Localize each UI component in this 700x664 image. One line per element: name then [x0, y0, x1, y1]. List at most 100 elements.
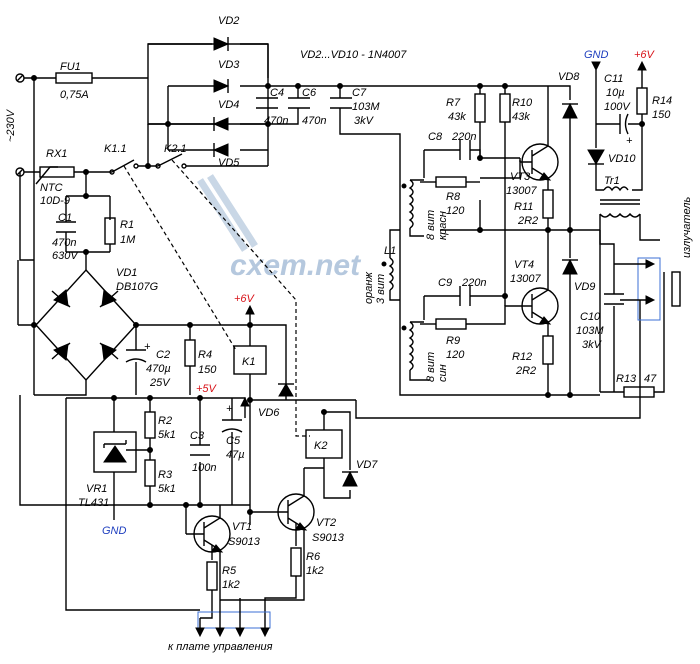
r4-value: 150 [198, 364, 217, 376]
l1-w1b: оранж [363, 272, 375, 304]
c3-ref: C3 [190, 430, 205, 442]
c11-ref: C11 [604, 73, 623, 85]
vd1-value: DB107G [116, 281, 159, 293]
capacitor-c6: C6 470n [288, 87, 326, 127]
vd7-ref: VD7 [356, 459, 378, 471]
r6-value: 1k2 [306, 565, 324, 577]
coil-l1-mid: L1 оранж 3 вит [363, 229, 400, 304]
gnd-bottom-label: GND [102, 525, 127, 537]
capacitor-c2: + C2 470µ 25V [125, 341, 171, 389]
resistor-r12: R12 2R2 [512, 335, 554, 395]
gnd-top-label: GND [584, 49, 609, 61]
r6-ref: R6 [306, 551, 321, 563]
c7-ref: C7 [352, 87, 367, 99]
c1-ref: C1 [58, 212, 72, 224]
c1-value2: 630V [52, 250, 79, 262]
resistor-r8: R8 120 [420, 176, 480, 217]
emitter-label: излучатель [681, 197, 693, 258]
tr1-ref: Tr1 [604, 175, 620, 187]
diode-vd5: VD5 [212, 143, 240, 169]
c11-value2: 100V [604, 101, 631, 113]
r1-ref: R1 [120, 219, 134, 231]
c1-value1: 470n [52, 237, 76, 249]
ntc-rx1: RX1 NTC 10D-9 [35, 148, 75, 207]
r3-value: 5k1 [158, 483, 176, 495]
relay-k1: K1 [233, 345, 267, 375]
capacitor-c10: C10 103M 3kV [576, 280, 624, 392]
resistor-r6: R6 1k2 [264, 523, 324, 618]
r12-value: 2R2 [515, 365, 536, 377]
vt2-value: S9013 [312, 532, 345, 544]
relay-contacts: K1.1 K2.1 [104, 124, 310, 437]
l1-w1: 3 вит [375, 274, 387, 304]
r10-ref: R10 [512, 97, 533, 109]
l1-w2b: красн [437, 211, 449, 240]
capacitor-c8: C8 220n [428, 131, 476, 160]
control-connector: к плате управления [168, 598, 273, 653]
diode-vd2: VD2 [213, 15, 239, 51]
r8-ref: R8 [446, 191, 461, 203]
r5-ref: R5 [222, 565, 237, 577]
plus5: +5V [196, 383, 250, 407]
diode-vd6: VD6 [258, 383, 294, 419]
c4-ref: C4 [270, 87, 284, 99]
mains-label: ~230V [5, 108, 17, 142]
vd6-ref: VD6 [258, 407, 280, 419]
diode-vd4: VD4 [212, 99, 239, 131]
mains-input: ~230V [5, 73, 25, 177]
resistor-r1: R1 1M [104, 217, 136, 246]
capacitor-c3: C3 100n [190, 430, 216, 474]
resistor-r2: R2 5k1 [144, 411, 176, 441]
c2-value2: 25V [149, 377, 171, 389]
r3-ref: R3 [158, 469, 173, 481]
bridge-vd1: VD1 DB107G [35, 267, 159, 382]
c5-ref: C5 [226, 435, 241, 447]
vd9-ref: VD9 [574, 281, 595, 293]
transistor-vt4: VT4 13007 [510, 259, 559, 336]
fuse-fu1: FU1 0,75A [55, 61, 93, 101]
c5-value: 47µ [226, 449, 245, 461]
plus6-mid: +6V [234, 293, 256, 325]
r13-ref: R13 [616, 373, 637, 385]
diode-vd8: VD8 [558, 71, 580, 230]
r4-ref: R4 [198, 349, 212, 361]
emitter: излучатель [614, 197, 693, 321]
vd1-ref: VD1 [116, 267, 137, 279]
r10-value: 43k [512, 111, 530, 123]
diode-vd9: VD9 [562, 230, 595, 395]
c8-ref: C8 [428, 131, 443, 143]
c10-ref: C10 [580, 311, 601, 323]
r8-value: 120 [446, 205, 465, 217]
resistor-r13: R13 47 [600, 306, 665, 398]
c9-value: 220n [461, 277, 486, 289]
plus5-label: +5V [196, 383, 218, 395]
resistor-r11: R11 2R2 [514, 189, 554, 230]
r5-value: 1k2 [222, 579, 240, 591]
k1-ref: K1 [242, 356, 255, 368]
l1-w3b: син [437, 364, 449, 382]
plus6-top-label: +6V [634, 49, 656, 61]
vt2-ref: VT2 [316, 517, 336, 529]
regulator-vr1: VR1 TL431 GND [78, 431, 137, 537]
l1-ref: L1 [384, 245, 396, 257]
c2-ref: C2 [156, 349, 170, 361]
c7-value2: 3kV [354, 115, 375, 127]
ntc-ref: RX1 [46, 148, 67, 160]
r2-ref: R2 [158, 415, 172, 427]
r13-value: 47 [644, 373, 657, 385]
capacitor-c5: + C5 47µ [221, 403, 245, 461]
transistor-vt2: VT2 S9013 [270, 468, 345, 545]
resistor-r4: R4 150 [184, 325, 217, 395]
vt4-value: 13007 [510, 273, 541, 285]
k2-contact-label: K2.1 [164, 143, 187, 155]
coil-l1-bottom: 8 вит син [401, 321, 449, 382]
vt3-ref: VT3 [510, 171, 531, 183]
diode-series-note: VD2...VD10 - 1N4007 [300, 49, 407, 61]
ntc-type: NTC [40, 182, 63, 194]
k2-ref: K2 [314, 440, 327, 452]
vr1-ref: VR1 [86, 483, 107, 495]
vt3-value: 13007 [506, 185, 537, 197]
plus6-top: +6V [628, 49, 656, 125]
r7-value: 43k [448, 111, 466, 123]
vd5-ref: VD5 [218, 157, 240, 169]
